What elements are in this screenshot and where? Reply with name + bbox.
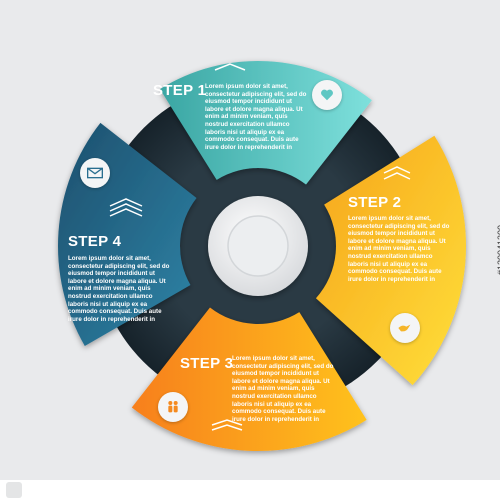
stock-logo-icon (6, 482, 22, 498)
step1-body: Lorem ipsum dolor sit amet, consectetur … (205, 83, 307, 151)
footer-bar (0, 480, 500, 500)
step3-chevron (211, 419, 243, 431)
step2-body: Lorem ipsum dolor sit amet, consectetur … (348, 215, 450, 283)
step3-body: Lorem ipsum dolor sit amet, consectetur … (232, 355, 334, 423)
mail-icon (87, 167, 103, 179)
step1-title: STEP 1 (153, 82, 207, 99)
step2-title: STEP 2 (348, 194, 402, 211)
step1-icon-disc (312, 80, 342, 110)
step4-body: Lorem ipsum dolor sit amet, consectetur … (68, 255, 170, 323)
step3-title: STEP 3 (180, 355, 234, 372)
step1-chevron (214, 63, 246, 71)
stock-id-label: #120941300 (496, 224, 500, 276)
step4-chevron (109, 198, 143, 217)
step2-chevron (383, 166, 411, 180)
step3-sector (131, 307, 367, 452)
people-icon (168, 401, 178, 413)
step4-title: STEP 4 (68, 233, 122, 250)
step2-icon-disc (390, 313, 420, 343)
heart-icon (321, 89, 333, 101)
step4-icon-disc (80, 158, 110, 188)
bird-icon (398, 324, 411, 332)
step2-sector (315, 135, 467, 386)
center-disc-inner (227, 215, 289, 277)
step3-icon-disc (158, 392, 188, 422)
